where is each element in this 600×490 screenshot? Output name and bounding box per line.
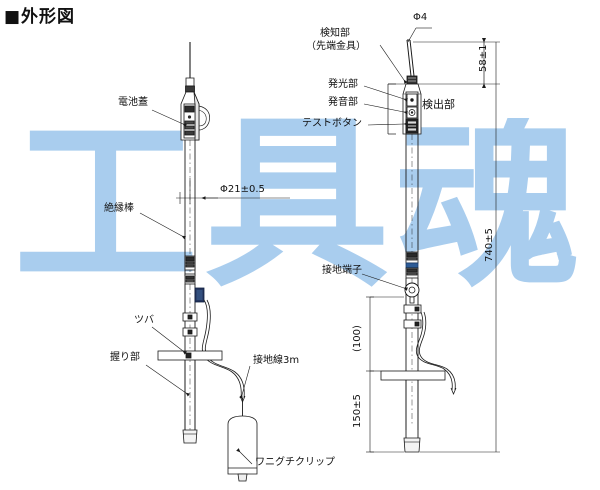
dimension-grip-length: 150±5 [352,394,363,428]
right-device-view [380,39,457,453]
dimension-total-length: 740±5 [484,228,495,262]
page-title: ■外形図 [4,7,76,27]
label-sound-emitter: 発音部 [328,97,358,108]
label-ground-wire: 接地線3m [253,355,300,366]
label-light-emitter: 発光部 [328,79,358,90]
label-alligator-clip: ワニグチクリップ [255,457,335,468]
label-flange: ツバ [134,315,154,326]
leader-lines [139,44,408,465]
dimension-tip-length: 58±1 [478,44,489,72]
label-ground-terminal: 接地端子 [322,265,362,276]
left-device-view [157,42,258,482]
dimension-tip-diameter: Φ4 [413,12,428,23]
label-detection-unit: 検出部 [422,98,455,111]
label-insulating-rod: 絶縁棒 [104,203,134,214]
label-detector-tip: 検知部 [320,28,350,39]
label-test-button: テストボタン [302,118,362,129]
dimension-rod-diameter: Φ21±0.5 [220,184,265,195]
dimension-grip-offset: (100) [352,325,363,352]
label-grip: 握り部 [110,352,140,363]
label-battery-cover: 電池蓋 [118,97,148,108]
dimension-lines [176,27,500,453]
label-detector-tip-sub: （先端金具） [306,41,366,52]
